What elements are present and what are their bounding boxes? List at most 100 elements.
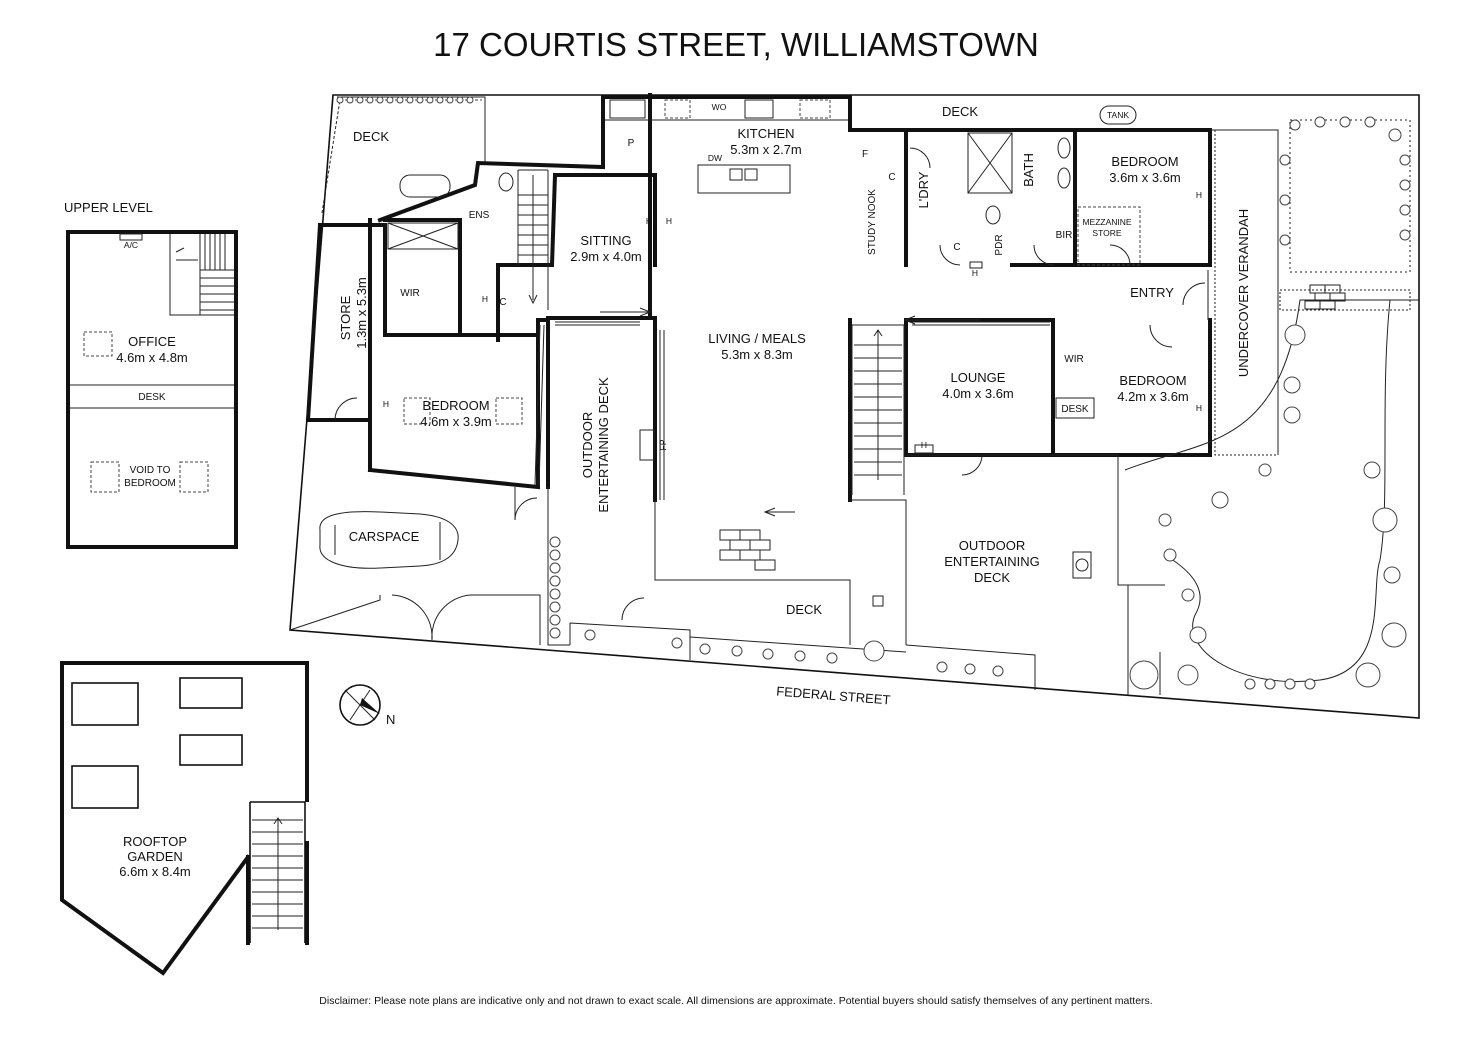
heater-marker-6: H bbox=[972, 268, 978, 278]
laundry-label: L'DRY bbox=[916, 171, 931, 208]
rooftop-label-line2: GARDEN bbox=[127, 849, 183, 864]
hedge-right bbox=[1158, 116, 1411, 690]
upper-level-plan: UPPER LEVEL A/C OFFICE 4.6m x 4.8m DESK … bbox=[64, 200, 238, 549]
island-sink-2 bbox=[744, 168, 758, 181]
upper-level-heading: UPPER LEVEL bbox=[64, 200, 153, 215]
bedroom-left-label: BEDROOM bbox=[422, 398, 489, 413]
heater-marker-3: H bbox=[1196, 190, 1202, 200]
bathtub-icon bbox=[399, 174, 451, 198]
heater-marker-5: H bbox=[921, 440, 927, 450]
cooktop-icon bbox=[744, 99, 774, 119]
entry-label: ENTRY bbox=[1130, 285, 1174, 300]
planter-1 bbox=[71, 682, 139, 726]
pantry-label: P bbox=[628, 138, 635, 149]
dw-label: DW bbox=[708, 153, 722, 163]
ac-label: A/C bbox=[124, 240, 138, 250]
deck-top-label: DECK bbox=[942, 104, 978, 119]
paver-right bbox=[1304, 284, 1346, 310]
upper-level-outline bbox=[66, 230, 238, 549]
paver-left bbox=[719, 529, 776, 571]
c-left-label: C bbox=[499, 297, 506, 308]
bedroom-left-skylight-2 bbox=[495, 397, 523, 425]
compass-n: N bbox=[386, 712, 395, 727]
hedge-bottom bbox=[584, 629, 1159, 690]
bbq-icon bbox=[1072, 551, 1092, 579]
kitchen-dimension: 5.3m x 2.7m bbox=[730, 142, 802, 157]
sitting-dimension: 2.9m x 4.0m bbox=[570, 249, 642, 264]
mezzanine-outline bbox=[1077, 206, 1141, 266]
bir-label: BIR bbox=[1056, 230, 1073, 241]
pdr-label: PDR bbox=[994, 234, 1005, 255]
bedroom-right-dimension: 4.2m x 3.6m bbox=[1117, 389, 1189, 404]
kitchen-appliance-1 bbox=[664, 99, 691, 119]
planter-4 bbox=[71, 765, 139, 809]
office-label: OFFICE bbox=[128, 334, 176, 349]
planter-2 bbox=[179, 677, 243, 709]
shower-icon bbox=[967, 132, 1013, 194]
store-dimension: 1.3m x 5.3m bbox=[354, 277, 369, 349]
property-boundary bbox=[289, 94, 1420, 719]
lounge-dimension: 4.0m x 3.6m bbox=[942, 386, 1014, 401]
outdoor-deck-left-label-1: OUTDOOR bbox=[580, 412, 595, 478]
bath-label: BATH bbox=[1021, 153, 1036, 187]
c-study-label: C bbox=[888, 172, 895, 183]
upper-desk-label: DESK bbox=[138, 392, 166, 403]
main-stairs-left bbox=[517, 169, 549, 310]
bedroom-right-label: BEDROOM bbox=[1119, 373, 1186, 388]
outdoor-deck-right-label-3: DECK bbox=[974, 570, 1010, 585]
island-sink-1 bbox=[729, 168, 743, 181]
wo-label: WO bbox=[712, 102, 727, 112]
upper-stairs bbox=[169, 234, 234, 316]
living-label: LIVING / MEALS bbox=[708, 331, 806, 346]
room-labels: DECK ENS WIR C STORE 1.3m x 5.3m BEDROOM… bbox=[338, 102, 1251, 617]
void-skylight-right bbox=[179, 461, 209, 493]
heater-marker-7: H bbox=[646, 216, 652, 226]
street-label: FEDERAL STREET bbox=[776, 684, 891, 708]
study-nook-label: STUDY NOOK bbox=[867, 189, 878, 255]
desk-right-label: DESK bbox=[1061, 404, 1089, 415]
ens-label: ENS bbox=[469, 210, 490, 221]
heater-marker-4: H bbox=[1196, 403, 1202, 413]
deck-top-left-label: DECK bbox=[353, 129, 389, 144]
wir-right-label: WIR bbox=[1064, 354, 1083, 365]
outdoor-deck-left-label-2: ENTERTAINING DECK bbox=[596, 377, 611, 513]
void-label-line2: BEDROOM bbox=[124, 478, 176, 489]
bedroom-top-right-dimension: 3.6m x 3.6m bbox=[1109, 170, 1181, 185]
planter-3 bbox=[179, 734, 243, 766]
hedge-top-left bbox=[336, 96, 474, 104]
car-icon bbox=[319, 511, 459, 569]
c-laundry-label: C bbox=[953, 242, 960, 253]
tank-label: TANK bbox=[1107, 110, 1129, 120]
carspace-label: CARSPACE bbox=[349, 529, 420, 544]
toilet-icon-ens bbox=[498, 172, 514, 192]
undercover-verandah-label: UNDERCOVER VERANDAH bbox=[1236, 209, 1251, 377]
outdoor-deck-right-label-1: OUTDOOR bbox=[959, 538, 1025, 553]
rooftop-label-line1: ROOFTOP bbox=[123, 834, 187, 849]
basin-icon-1 bbox=[1057, 137, 1071, 159]
sitting-label: SITTING bbox=[580, 233, 631, 248]
fireplace-label: FP bbox=[658, 439, 668, 450]
office-skylight bbox=[83, 331, 113, 357]
heater-marker-1: H bbox=[383, 399, 389, 409]
living-dimension: 5.3m x 8.3m bbox=[721, 347, 793, 362]
kitchen-appliance-2 bbox=[799, 99, 831, 119]
ac-unit bbox=[119, 233, 143, 241]
store-label: STORE bbox=[338, 295, 353, 340]
desk-right-box bbox=[1055, 397, 1095, 419]
ground-floor-plan: CARSPACE bbox=[289, 93, 1420, 719]
page-title: 17 COURTIS STREET, WILLIAMSTOWN bbox=[433, 26, 1039, 63]
garage-doors bbox=[391, 594, 471, 641]
rooftop-garden-plan: ROOFTOP GARDEN 6.6m x 8.4m bbox=[60, 661, 309, 976]
heater-marker-8: H bbox=[666, 216, 672, 226]
lounge-label: LOUNGE bbox=[951, 370, 1006, 385]
post-icon bbox=[872, 595, 884, 607]
void-skylight-left bbox=[90, 461, 120, 493]
ens-vanity bbox=[387, 222, 459, 250]
outdoor-deck-right-label-2: ENTERTAINING bbox=[944, 554, 1040, 569]
disclaimer: Disclaimer: Please note plans are indica… bbox=[319, 995, 1152, 1007]
bedroom-top-right-label: BEDROOM bbox=[1111, 154, 1178, 169]
tank-icon bbox=[1099, 105, 1137, 125]
basin-icon-2 bbox=[1057, 167, 1071, 189]
deck-bottom-label: DECK bbox=[786, 602, 822, 617]
